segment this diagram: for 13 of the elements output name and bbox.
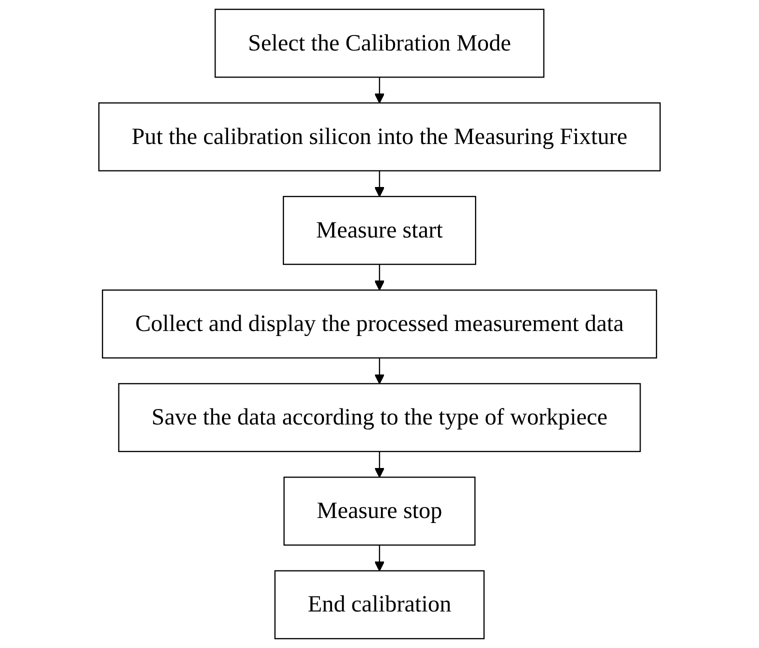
node-box: Measure stop bbox=[283, 476, 476, 546]
node-box: End calibration bbox=[274, 570, 485, 640]
arrow bbox=[374, 264, 385, 291]
node-box: Select the Calibration Mode bbox=[214, 8, 544, 78]
arrow bbox=[374, 545, 385, 572]
arrow bbox=[374, 77, 385, 104]
node-box: Save the data according to the type of workpiece bbox=[118, 383, 641, 452]
node-box: Collect and display the processed measurement data bbox=[102, 290, 658, 358]
arrow bbox=[374, 358, 385, 384]
node-box: Measure start bbox=[282, 196, 476, 265]
arrow bbox=[374, 452, 385, 478]
arrow bbox=[374, 170, 385, 197]
node-box: Put the calibration silicon into the Measuring Fixture bbox=[98, 102, 661, 172]
